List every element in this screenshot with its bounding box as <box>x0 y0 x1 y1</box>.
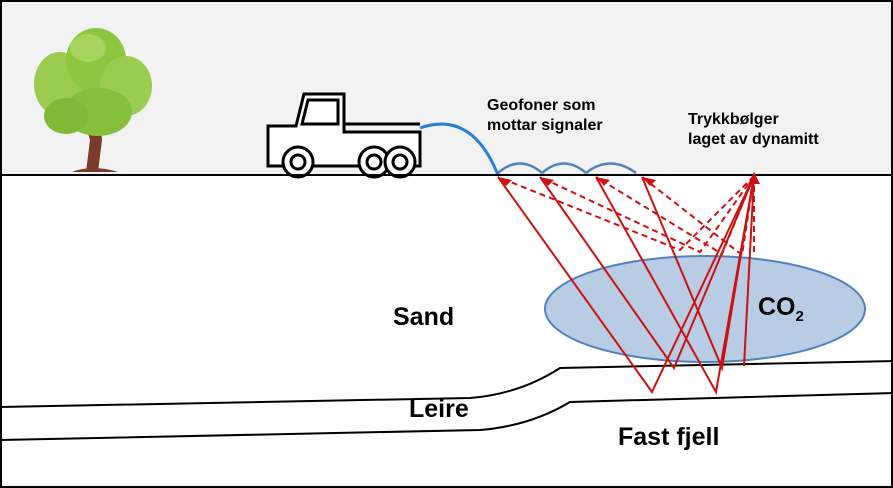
co2-label: CO2 <box>758 293 804 325</box>
clay-top-boundary <box>0 360 893 408</box>
reflection-ray-solid <box>539 175 755 371</box>
clay-bottom-boundary <box>0 392 893 441</box>
geophones-label: Geofoner som mottar signaler <box>487 96 603 136</box>
reflection-ray-solid <box>743 175 755 367</box>
reflection-ray-dashed <box>641 175 755 257</box>
arrowhead <box>596 177 610 186</box>
geophones-label-line2: mottar signaler <box>487 117 603 134</box>
geophones-label-line1: Geofoner som <box>487 97 596 114</box>
truck-icon <box>266 92 422 179</box>
reflection-ray-dashed <box>539 175 755 254</box>
co2-label-subscript: 2 <box>795 308 804 325</box>
reflection-ray-solid <box>497 175 755 394</box>
tree-icon <box>34 28 152 172</box>
pressure-waves-label: Trykkbølger laget av dynamitt <box>688 110 819 150</box>
arrowhead <box>540 177 554 186</box>
geophone-cable <box>419 122 500 176</box>
co2-label-main: CO <box>758 293 796 321</box>
arrowhead <box>642 177 656 186</box>
seismic-rays <box>497 175 755 395</box>
bedrock-label: Fast fjell <box>618 423 720 451</box>
pressure-waves-label-line2: laget av dynamitt <box>688 131 819 148</box>
geophone-icon <box>497 162 637 175</box>
co2-reservoir <box>544 255 866 363</box>
reflection-ray-solid <box>641 175 755 372</box>
ray-arrowheads <box>498 172 760 186</box>
arrowhead <box>498 177 512 186</box>
arrowhead <box>748 172 760 184</box>
clay-label: Leire <box>409 395 469 423</box>
sand-label: Sand <box>393 303 455 331</box>
reflection-ray-dashed <box>497 175 755 252</box>
pressure-waves-label-line1: Trykkbølger <box>688 111 779 128</box>
